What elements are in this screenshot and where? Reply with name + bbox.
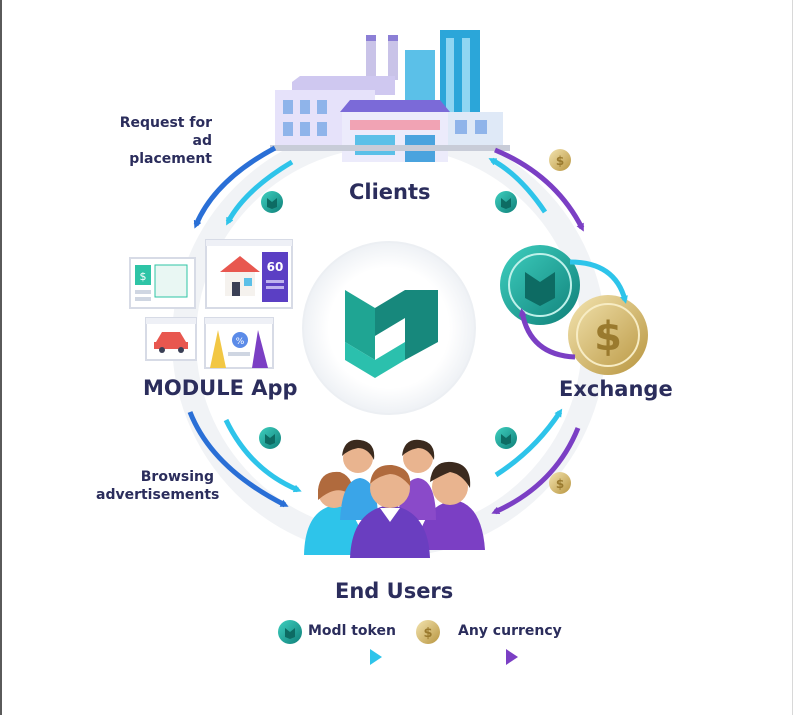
svg-text:$: $ [423,626,432,641]
factory-icon [270,30,510,162]
ad-card-icon: % [204,317,274,369]
center-halo [302,241,476,415]
svg-text:$: $ [140,270,147,283]
arrow-clients-to-exchange [494,147,585,232]
frame-border-left [0,0,2,715]
clients-label: Clients [349,180,431,204]
module-app-label: MODULE App [143,376,298,400]
end-users-label: End Users [335,579,454,603]
arrow-exchange-to-clients [488,157,548,214]
ad-cards-group: $ 60 [129,239,293,369]
arrow-clients-to-app-inner [225,159,294,226]
svg-text:$: $ [556,154,564,168]
exchange-label: Exchange [559,377,673,401]
dollar-coin-icon: $ [549,472,571,494]
ad-card-icon: $ [129,257,196,309]
exchange-coins-group: $ [500,245,648,375]
svg-text:$: $ [594,314,622,360]
token-coin-icon [259,427,281,449]
svg-text:%: % [236,337,245,347]
request-placement-label: Request for ad placement [104,114,212,168]
people-icon [304,439,485,558]
legend-dollar-coin-icon: $ [416,620,440,644]
arrow-exchange-to-users [491,427,581,515]
browsing-ads-label: Browsing advertisements [96,468,220,504]
browsing-label-line1: Browsing [140,469,214,485]
legend-token-coin-icon [278,620,302,644]
legend-modl-token-label: Modl token [308,623,396,639]
browsing-label-line2: advertisements [96,487,220,503]
request-label-line1: Request for ad [119,115,212,149]
request-label-line2: placement [129,151,212,167]
ad-card-icon [145,317,197,361]
dollar-coin-icon: $ [549,149,571,171]
module-logo-icon [345,290,438,378]
legend-currency-arrowhead [506,649,518,665]
token-coin-icon [500,245,580,325]
dollar-coin-icon: $ [568,295,648,375]
legend-token-arrowhead [370,649,382,665]
arrow-app-to-users-inner [223,418,302,493]
exchange-arrow-token [569,259,628,304]
legend-any-currency-label: Any currency [458,623,562,639]
svg-text:$: $ [556,477,564,491]
arrow-clients-to-app-outer [193,145,277,229]
arrow-app-to-users-outer [187,411,289,508]
arrow-users-to-exchange [494,408,563,478]
token-coin-icon [495,191,517,213]
token-coin-icon [261,191,283,213]
center-logo-group [302,241,476,415]
exchange-arrow-currency [518,308,576,360]
ad-card-icon: 60 [205,239,293,309]
house-price-tag: 60 [267,260,284,274]
token-coin-icon [495,427,517,449]
